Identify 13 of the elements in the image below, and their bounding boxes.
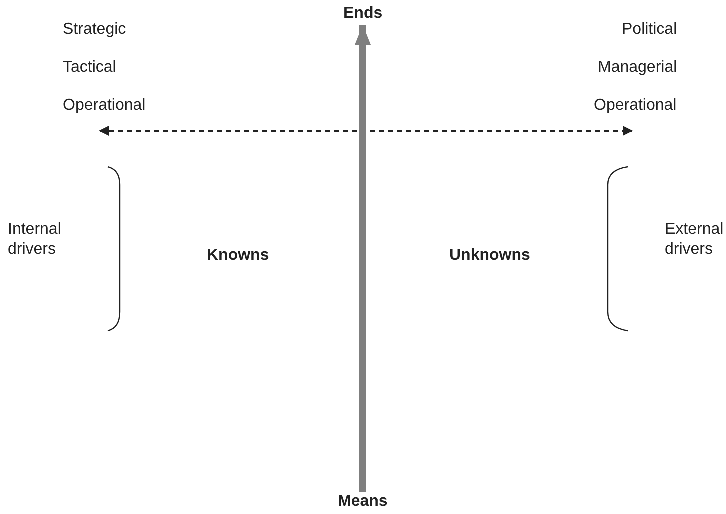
arrow [355, 25, 371, 492]
quadrant-label: Knowns [207, 246, 270, 266]
level-label: Tactical [63, 58, 116, 78]
level-label: Managerial [598, 58, 678, 78]
axis-label: Ends [344, 4, 383, 24]
level-label: Operational [63, 96, 146, 116]
axis-label: Means [338, 492, 388, 512]
bracket-label: Internal drivers [8, 220, 62, 260]
level-label: Operational [594, 96, 677, 116]
level-label: Political [622, 20, 678, 40]
quadrant-label: Unknowns [450, 246, 530, 266]
bracket-label: External drivers [665, 220, 725, 260]
level-label: Strategic [63, 20, 126, 40]
